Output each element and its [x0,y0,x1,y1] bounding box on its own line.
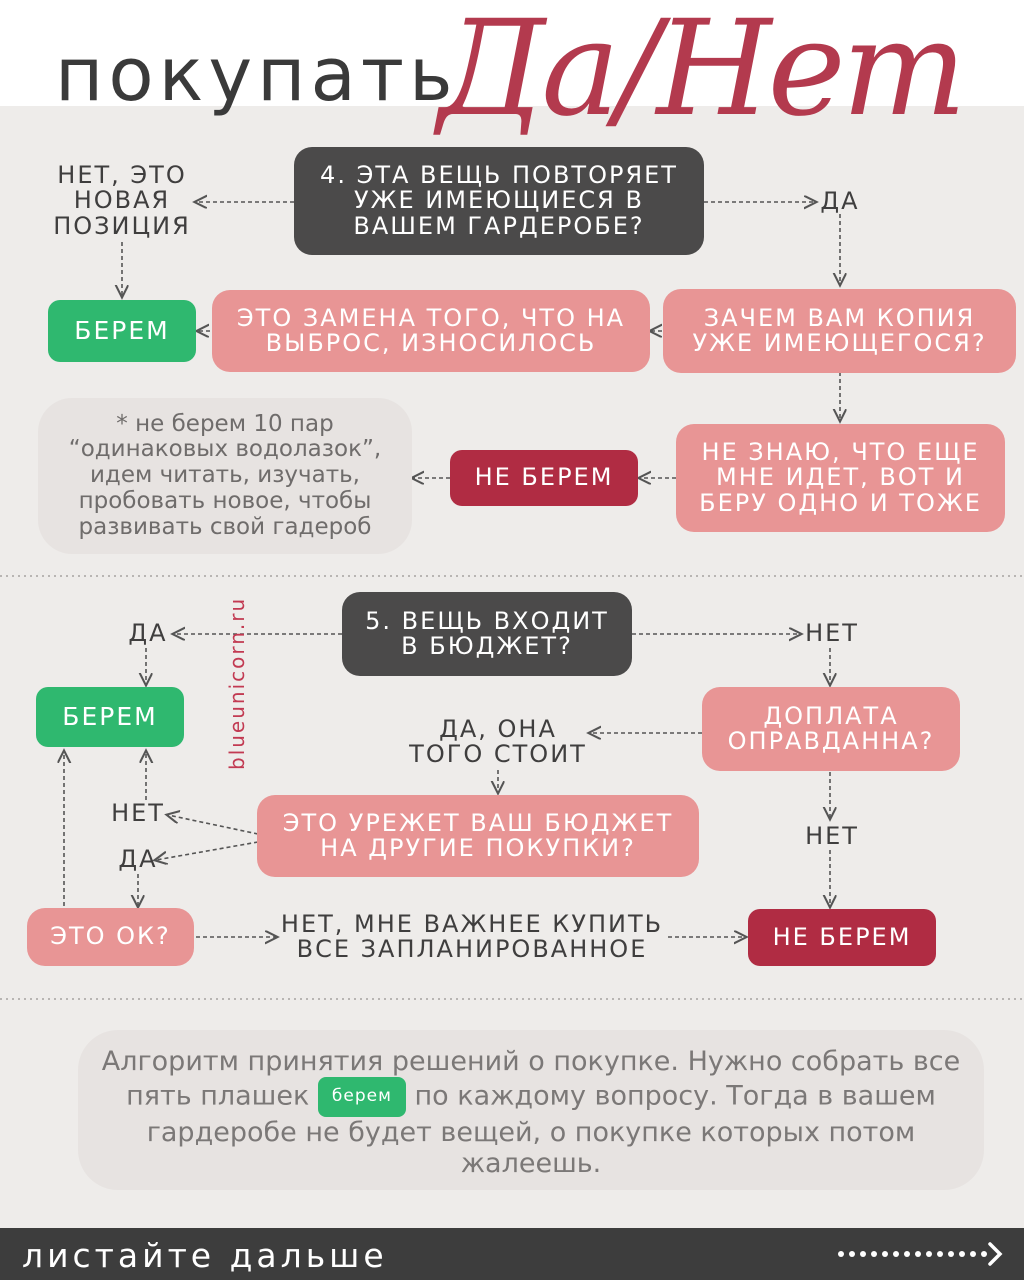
replacement-box: Это замена того, что на выброс, износило… [212,290,650,372]
dont-take-badge: Не берем [748,909,936,966]
label-prefer-planned: Нет, мне важнее купить все запланированн… [280,909,664,963]
label-no: Нет [111,799,165,828]
surcharge-box: Доплата оправданна? [702,687,960,771]
label-no: Нет [805,619,859,648]
dont-take-badge: Не берем [450,450,638,506]
question-5: 5. Вещь входит в бюджет? [342,592,632,676]
label-no-new-item: Нет, это новая позиция [53,161,191,240]
summary-text-after: по каждому вопросу. Тогда в вашем гардер… [146,1080,936,1179]
label-no: Нет [805,822,859,851]
label-yes: Да [118,845,158,874]
take-chip: берем [317,1077,406,1117]
summary-text-before: Алгоритм принятия решений о покупке. Нуж… [101,1046,961,1112]
label-yes: Да [820,187,860,216]
label-yes: Да [128,619,168,648]
page-title: покупать [55,32,458,118]
edge-cut-to-no [168,815,259,835]
dotted-arrow-icon[interactable] [838,1240,1008,1268]
dont-know-box: Не знаю, что еще мне идет, вот и беру од… [676,424,1005,532]
question-4: 4. Эта вещь повторяет уже имеющиеся в ва… [294,147,704,255]
summary-box: Алгоритм принятия решений о покупке. Нуж… [78,1030,984,1190]
is-ok-box: Это ок? [27,908,194,966]
take-badge: Берем [48,300,196,362]
label-worth-it: Да, она того стоит [409,714,587,768]
footer-text: листайте дальше [22,1236,388,1275]
why-copy-box: Зачем вам копия уже имеющегося? [663,289,1016,373]
note-box: * не берем 10 пар “одинаковых водолазок”… [38,398,412,554]
footer-bar: листайте дальше [0,1228,1024,1280]
script-title: Да/Нет [438,0,967,146]
take-badge: Берем [36,687,184,747]
cut-budget-box: Это урежет ваш бюджет на другие покупки? [257,795,699,877]
watermark: blueunicorn.ru [225,596,249,770]
edge-cut-to-yes [156,841,259,860]
